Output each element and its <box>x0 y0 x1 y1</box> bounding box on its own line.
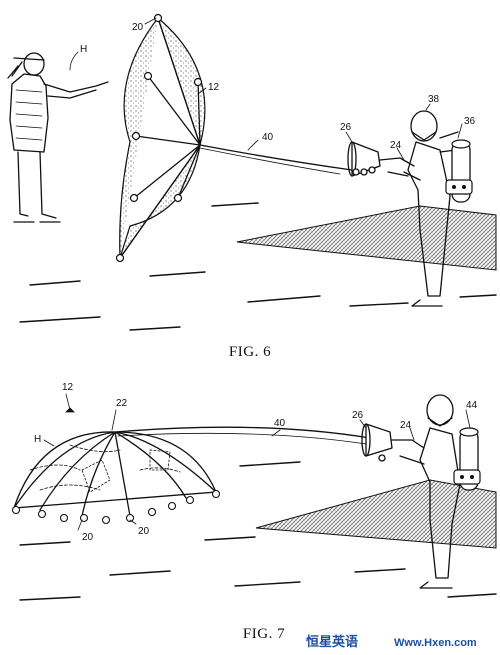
fig7-anchor-weight <box>11 505 21 515</box>
fig6-tether <box>199 144 353 171</box>
fig7-operator <box>361 394 461 589</box>
fig7-reference-labels: 12 22 40 H 20 20 26 24 44 <box>34 382 478 543</box>
fig6-person-h <box>7 52 109 223</box>
fig7-anchor-weight <box>125 513 135 523</box>
watermark: 恒星英语 Www.Hxen.com <box>306 634 477 650</box>
watermark-url: Www.Hxen.com <box>394 637 477 649</box>
ref-40: 40 <box>274 418 286 429</box>
fig6-backpack-tank <box>445 139 473 203</box>
ref-12: 12 <box>208 82 220 93</box>
ref-26: 26 <box>340 122 352 133</box>
fig7-anchor-weight <box>185 495 195 505</box>
fig6-leader-lines <box>69 17 463 161</box>
ref-24: 24 <box>400 420 412 431</box>
ref-36: 36 <box>464 116 476 127</box>
ref-22: 22 <box>116 398 128 409</box>
fig7-anchor-weight <box>147 507 157 517</box>
fig7-anchor-weight <box>101 515 111 525</box>
fig6-reference-labels: 20 12 40 H 26 24 38 36 <box>80 22 476 151</box>
fig7-tether <box>114 426 371 439</box>
fig7-anchor-weight <box>37 509 47 519</box>
watermark-chinese: 恒星英语 <box>306 634 358 650</box>
fig7-backpack-tank <box>453 427 481 491</box>
fig7-anchor-weight <box>211 489 221 499</box>
fig6-caption: FIG. 6 <box>229 344 271 360</box>
fig7-hatched-ramp <box>255 479 497 549</box>
ref-20: 20 <box>138 526 150 537</box>
fig7-leader-lines <box>43 393 471 531</box>
figure-7: 12 22 40 H 20 20 26 24 44 FIG. 7 <box>11 382 497 642</box>
ref-26: 26 <box>352 410 364 421</box>
fig6-ground <box>19 202 497 331</box>
ref-20: 20 <box>82 532 94 543</box>
fig6-tether-lower <box>199 147 341 175</box>
fig6-hatched-ramp <box>236 205 497 271</box>
figure-6: 20 12 40 H 26 24 38 36 FIG. 6 <box>7 13 497 360</box>
ref-h: H <box>34 434 41 445</box>
fig7-tether-lower <box>117 432 367 445</box>
fig7-anchor-weight <box>167 501 177 511</box>
fig7-caption: FIG. 7 <box>243 626 285 642</box>
ref-40: 40 <box>262 132 274 143</box>
ref-12: 12 <box>62 382 74 393</box>
ref-h: H <box>80 44 87 55</box>
fig6-canopy <box>115 13 206 263</box>
ref-44: 44 <box>466 400 478 411</box>
fig7-ground <box>19 461 497 601</box>
ref-20: 20 <box>132 22 144 33</box>
fig7-dome-device <box>11 431 221 525</box>
fig7-anchor-weight <box>59 513 69 523</box>
ref-38: 38 <box>428 94 440 105</box>
ref-24: 24 <box>390 140 402 151</box>
